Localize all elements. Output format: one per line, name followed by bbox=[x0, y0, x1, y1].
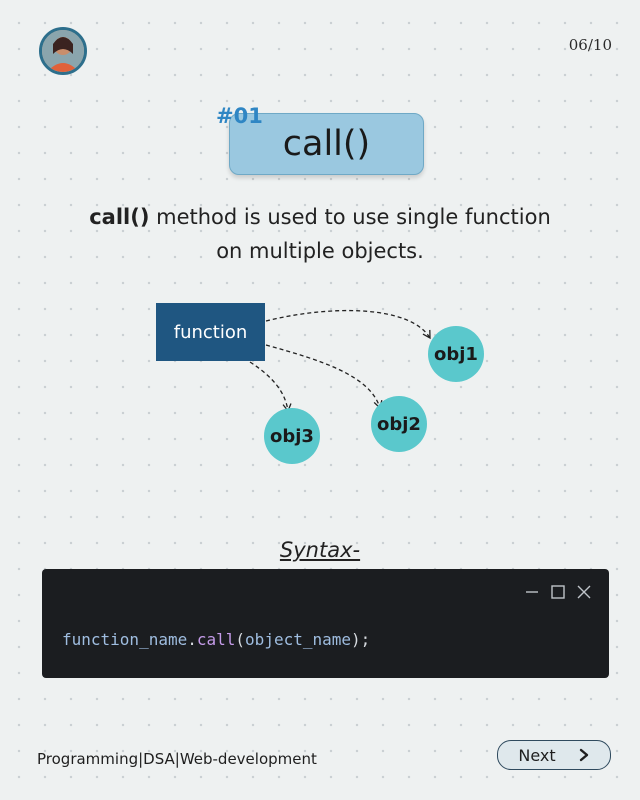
avatar-portrait-icon bbox=[42, 30, 84, 72]
code-open-paren: ( bbox=[235, 630, 246, 649]
code-window: function_name.call(object_name); bbox=[42, 569, 609, 678]
page-indicator: 06/10 bbox=[568, 36, 612, 54]
slide-tag: #01 bbox=[216, 104, 263, 128]
avatar bbox=[39, 27, 87, 75]
arrow-to-obj1 bbox=[265, 309, 431, 340]
minimize-icon[interactable] bbox=[525, 585, 539, 599]
object-node-obj1: obj1 bbox=[428, 326, 484, 382]
description-keyword: call() bbox=[89, 205, 150, 229]
code-identifier: function_name bbox=[62, 630, 188, 649]
slide-title: call() bbox=[282, 124, 371, 164]
description-line-2: on multiple objects. bbox=[216, 239, 424, 263]
code-method: call bbox=[196, 630, 236, 649]
window-controls bbox=[525, 585, 591, 599]
title-box: call() bbox=[229, 113, 424, 175]
syntax-heading: Syntax- bbox=[279, 538, 361, 562]
arrow-to-obj3 bbox=[249, 361, 292, 413]
object-node-obj3: obj3 bbox=[264, 408, 320, 464]
function-box: function bbox=[156, 303, 265, 361]
object-node-obj2: obj2 bbox=[371, 396, 427, 452]
code-line: function_name.call(object_name); bbox=[62, 630, 370, 649]
code-close: ); bbox=[351, 630, 371, 649]
description: call() method is used to use single func… bbox=[40, 200, 600, 268]
code-dot: . bbox=[187, 630, 197, 649]
description-line-1: method is used to use single function bbox=[149, 205, 551, 229]
next-button[interactable]: Next bbox=[497, 740, 611, 770]
next-button-label: Next bbox=[518, 745, 556, 765]
close-icon[interactable] bbox=[577, 585, 591, 599]
code-argument: object_name bbox=[245, 630, 352, 649]
chevron-right-icon bbox=[579, 748, 588, 762]
maximize-icon[interactable] bbox=[551, 585, 565, 599]
footer-topics: Programming|DSA|Web-development bbox=[37, 750, 317, 768]
arrow-to-obj2 bbox=[265, 344, 383, 410]
